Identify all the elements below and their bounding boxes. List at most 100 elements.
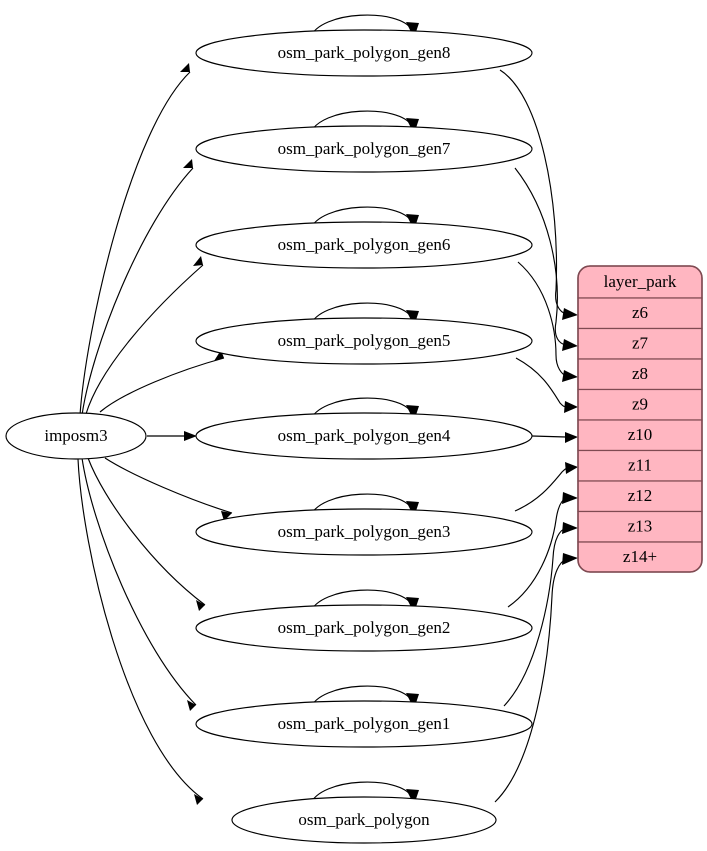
self-loop-arrowhead-gen8 [406, 22, 419, 38]
edge-gen7-to-z7 [514, 167, 567, 346]
layer-row-cell-z13[interactable] [577, 510, 703, 543]
edge-gen1-to-z13 [503, 527, 567, 707]
layer-park-table[interactable]: layer_park z6 z7 z8 z9 z10 z11 z12 z13 z… [577, 265, 703, 573]
gen1-ellipse[interactable] [195, 700, 533, 748]
node-gen1[interactable]: osm_park_polygon_gen1 [195, 700, 533, 748]
arrowhead-z14 [562, 553, 578, 565]
node-gen8[interactable]: osm_park_polygon_gen8 [195, 29, 533, 77]
gen1-label: osm_park_polygon_gen1 [278, 714, 451, 733]
self-loop-gen6 [309, 206, 413, 231]
gen5-label: osm_park_polygon_gen5 [278, 331, 451, 350]
gen5-ellipse[interactable] [195, 317, 533, 365]
layer-row-cell-z10[interactable] [577, 419, 703, 452]
self-loop-gen2 [309, 589, 413, 614]
gen3-ellipse[interactable] [195, 508, 533, 556]
gen4-label: osm_park_polygon_gen4 [278, 426, 451, 445]
edge-imposm3-to-gen6 [85, 264, 204, 415]
self-loop-arrowhead-gen6 [406, 214, 419, 230]
self-loop-arrowhead-gen5 [406, 310, 419, 326]
arrowhead-gen2 [196, 600, 205, 611]
gen7-label: osm_park_polygon_gen7 [278, 139, 451, 158]
self-loop-gen3 [309, 493, 413, 518]
layer-row-label-z6: z6 [632, 303, 648, 322]
node-base[interactable]: osm_park_polygon [231, 796, 497, 844]
base-label: osm_park_polygon [298, 810, 430, 829]
arrowhead-z8 [562, 370, 578, 382]
gen8-ellipse[interactable] [195, 29, 533, 77]
layer-table-header-label: layer_park [604, 272, 677, 291]
self-loop-arrowhead-gen1 [406, 693, 419, 709]
node-gen3[interactable]: osm_park_polygon_gen3 [195, 508, 533, 556]
gen6-label: osm_park_polygon_gen6 [278, 235, 451, 254]
layer-row-label-z14: z14+ [623, 547, 657, 566]
edge-imposm3-to-gen7 [81, 167, 194, 416]
arrowhead-gen8 [180, 63, 190, 72]
gen6-ellipse[interactable] [195, 221, 533, 269]
edge-base-to-z14 [494, 558, 567, 803]
gen4-ellipse[interactable] [195, 412, 533, 460]
self-loop-edges [309, 14, 419, 806]
layer-row-label-z11: z11 [628, 455, 652, 474]
edge-gen8-to-z6 [499, 69, 567, 315]
imposm3-label: imposm3 [44, 426, 107, 445]
edge-imposm3-to-gen5 [99, 357, 225, 413]
layer-row-cell-z12[interactable] [577, 480, 703, 513]
layer-row-label-z7: z7 [632, 333, 649, 352]
edge-imposm3-to-base [77, 458, 204, 800]
edges-from-imposm3 [77, 71, 233, 800]
base-ellipse[interactable] [231, 796, 497, 844]
self-loop-arrowhead-gen2 [406, 597, 419, 613]
arrowhead-z6 [562, 308, 578, 320]
layer-table-outline [577, 265, 703, 573]
self-loop-arrowhead-gen3 [406, 501, 419, 517]
self-loop-gen5 [309, 302, 413, 327]
arrowhead-z9 [564, 401, 578, 413]
layer-row-label-z13: z13 [628, 516, 653, 535]
node-gen7[interactable]: osm_park_polygon_gen7 [195, 125, 533, 173]
imposm3-ellipse[interactable] [5, 412, 147, 460]
edge-imposm3-to-gen8 [79, 71, 191, 416]
node-gen6[interactable]: osm_park_polygon_gen6 [195, 221, 533, 269]
arrowhead-base [194, 794, 203, 805]
gen2-ellipse[interactable] [195, 604, 533, 652]
node-gen5[interactable]: osm_park_polygon_gen5 [195, 317, 533, 365]
self-loop-arrowhead-gen4 [406, 405, 419, 421]
self-loop-arrowhead-base [406, 789, 419, 805]
node-imposm3[interactable]: imposm3 [5, 412, 147, 460]
self-loop-base [309, 781, 413, 806]
edge-gen3-to-z11 [514, 467, 568, 512]
edge-gen2-to-z12 [507, 497, 567, 608]
arrowhead-gen1 [187, 700, 196, 711]
arrowhead-z13 [562, 522, 578, 534]
edge-imposm3-to-gen2 [87, 457, 206, 606]
gen8-label: osm_park_polygon_gen8 [278, 43, 451, 62]
edge-gen5-to-z9 [515, 357, 568, 408]
layer-row-label-z10: z10 [628, 425, 653, 444]
edge-imposm3-to-gen3 [104, 457, 233, 514]
arrowhead-gen3 [221, 511, 232, 521]
self-loop-gen7 [309, 110, 413, 135]
arrowhead-gen6 [193, 256, 203, 266]
edges-to-layer-table [494, 69, 578, 803]
gen7-ellipse[interactable] [195, 125, 533, 173]
gen2-label: osm_park_polygon_gen2 [278, 618, 451, 637]
layer-row-label-z12: z12 [628, 486, 653, 505]
edge-gen4-to-z10 [531, 435, 567, 438]
node-gen2[interactable]: osm_park_polygon_gen2 [195, 604, 533, 652]
arrowhead-z12 [562, 492, 578, 504]
node-gen4[interactable]: osm_park_polygon_gen4 [195, 412, 533, 460]
self-loop-gen8 [309, 14, 413, 39]
self-loop-gen4 [309, 397, 413, 422]
self-loop-arrowhead-gen7 [406, 118, 419, 134]
edge-imposm3-to-gen1 [81, 457, 197, 706]
layer-row-label-z9: z9 [632, 394, 648, 413]
self-loop-gen1 [309, 685, 413, 710]
arrowhead-z10 [565, 432, 578, 443]
layer-row-label-z8: z8 [632, 364, 648, 383]
arrowhead-z7 [562, 339, 578, 351]
arrowhead-gen4 [184, 431, 197, 441]
arrowhead-z11 [565, 462, 578, 474]
arrowhead-gen7 [183, 159, 193, 168]
gen3-label: osm_park_polygon_gen3 [278, 522, 451, 541]
